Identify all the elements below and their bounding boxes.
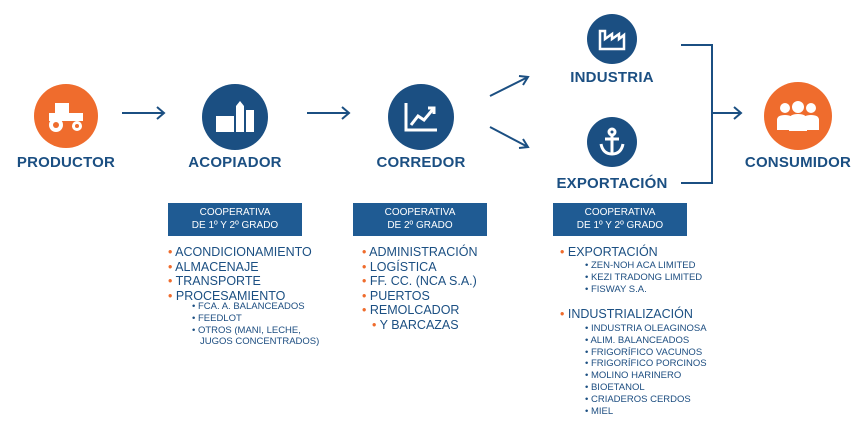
list-item: PROCESAMIENTO xyxy=(168,289,312,304)
list-item: ACONDICIONAMIENTO xyxy=(168,245,312,260)
industrializacion-sublist: INDUSTRIA OLEAGINOSA ALIM. BALANCEADOS F… xyxy=(567,323,707,418)
box-line: DE 2º GRADO xyxy=(387,220,453,231)
tractor-icon xyxy=(49,103,83,132)
box-line: DE 1º Y 2º GRADO xyxy=(576,220,664,231)
list-item: BIOETANOL xyxy=(585,382,707,394)
people-icon xyxy=(777,101,819,131)
list-item: ALMACENAJE xyxy=(168,260,312,275)
list-item: ZEN-NOH ACA LIMITED xyxy=(585,260,702,272)
industria-label: INDUSTRIA xyxy=(570,69,654,86)
box-line: COOPERATIVA xyxy=(199,207,271,218)
procesamiento-sublist: FCA. A. BALANCEADOS FEEDLOT OTROS (MANI,… xyxy=(175,301,319,348)
list-item: Y BARCAZAS xyxy=(362,318,478,333)
box-line: DE 1º Y 2º GRADO xyxy=(191,220,279,231)
list-item: INDUSTRIA OLEAGINOSA xyxy=(585,323,707,335)
corredor-label: CORREDOR xyxy=(376,154,466,171)
list-item: REMOLCADOR xyxy=(362,303,478,318)
list-item: CRIADEROS CERDOS xyxy=(585,394,707,406)
factory-icon xyxy=(598,29,626,51)
box-line: COOPERATIVA xyxy=(584,207,656,218)
exportacion-label: EXPORTACIÓN xyxy=(556,175,668,192)
export-list: EXPORTACIÓN xyxy=(560,245,658,260)
list-item: LOGÍSTICA xyxy=(362,260,478,275)
acopiador-list: ACONDICIONAMIENTO ALMACENAJE TRANSPORTE … xyxy=(168,245,312,303)
box-line: COOPERATIVA xyxy=(384,207,456,218)
acopiador-cooperativa-box: COOPERATIVA DE 1º Y 2º GRADO xyxy=(168,203,302,236)
list-item: ALIM. BALANCEADOS xyxy=(585,335,707,347)
list-item: OTROS (MANI, LECHE, xyxy=(192,325,319,337)
corredor-cooperativa-box: COOPERATIVA DE 2º GRADO xyxy=(353,203,487,236)
list-item: FISWAY S.A. xyxy=(585,284,702,296)
list-item: ADMINISTRACIÓN xyxy=(362,245,477,260)
corredor-list: ADMINISTRACIÓN LOGÍSTICA FF. CC. (NCA S.… xyxy=(362,245,478,333)
list-item: KEZI TRADONG LIMITED xyxy=(585,272,702,284)
chart-up-icon xyxy=(404,103,437,132)
list-item: MOLINO HARINERO xyxy=(585,370,707,382)
export-sublist: ZEN-NOH ACA LIMITED KEZI TRADONG LIMITED… xyxy=(567,260,702,295)
productor-label: PRODUCTOR xyxy=(16,154,116,171)
acopiador-node xyxy=(202,84,268,150)
exportacion-node xyxy=(587,117,637,167)
list-item: FCA. A. BALANCEADOS xyxy=(192,301,319,313)
destino-cooperativa-box: COOPERATIVA DE 1º Y 2º GRADO xyxy=(553,203,687,236)
anchor-icon xyxy=(599,127,625,156)
list-item: EXPORTACIÓN xyxy=(560,245,658,260)
list-item: MIEL xyxy=(585,406,707,418)
list-item: FEEDLOT xyxy=(192,313,319,325)
list-item: JUGOS CONCENTRADOS) xyxy=(200,336,320,348)
list-item: TRANSPORTE xyxy=(168,274,312,289)
productor-node xyxy=(34,84,98,148)
list-item: INDUSTRIALIZACIÓN xyxy=(560,307,693,322)
industria-node xyxy=(587,14,637,64)
industrializacion-list: INDUSTRIALIZACIÓN xyxy=(560,307,693,322)
list-item: FF. CC. (NCA S.A.) xyxy=(362,274,478,289)
corredor-node xyxy=(388,84,454,150)
consumidor-node xyxy=(764,82,832,150)
consumidor-label: CONSUMIDOR xyxy=(744,154,852,171)
acopiador-label: ACOPIADOR xyxy=(188,154,282,171)
list-item: FRIGORÍFICO PORCINOS xyxy=(585,358,707,370)
list-item: FRIGORÍFICO VACUNOS xyxy=(585,347,707,359)
silo-icon xyxy=(216,101,254,132)
list-item: PUERTOS xyxy=(362,289,478,304)
